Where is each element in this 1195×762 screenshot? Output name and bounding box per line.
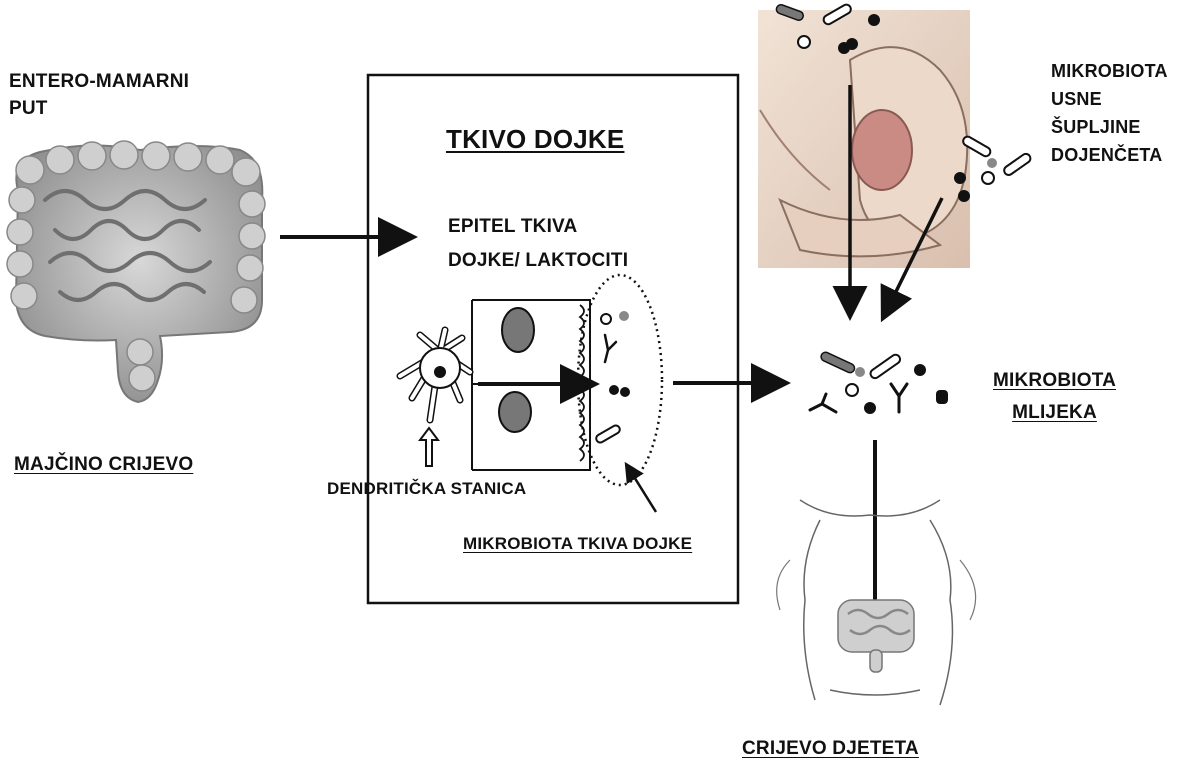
- label-breast-tissue-title: TKIVO DOJKE: [446, 122, 624, 156]
- antibody-icon: [891, 384, 907, 412]
- bacteria-icon: [987, 158, 997, 168]
- arrow-breast-microbiota: [626, 464, 656, 512]
- hollow-arrow-dendritic: [420, 428, 438, 466]
- bacteria-icon: [595, 424, 622, 444]
- bacteria-icon: [954, 172, 966, 184]
- bacteria-icon: [846, 384, 858, 396]
- bacteria-icon: [620, 387, 630, 397]
- bacteria-icon: [982, 172, 994, 184]
- bacteria-icon: [1002, 152, 1032, 177]
- breast-bacteria-group: [595, 311, 630, 444]
- breastfeeding-illustration: [758, 3, 1032, 268]
- label-infant-gut: CRIJEVO DJETETA: [742, 735, 919, 762]
- bacteria-icon: [914, 364, 926, 376]
- maternal-intestine-illustration: [7, 141, 265, 402]
- bacteria-icon: [958, 190, 970, 202]
- label-entero-path: ENTERO-MAMARNI PUT: [9, 68, 189, 122]
- bacteria-icon: [609, 385, 619, 395]
- antibody-icon: [605, 335, 616, 362]
- bacteria-icon: [846, 38, 858, 50]
- label-milk-microbiota: MIKROBIOTA MLIJEKA: [993, 365, 1116, 429]
- bacteria-icon: [868, 14, 880, 26]
- bacteria-icon: [936, 390, 948, 404]
- label-breast-microbiota: MIKROBIOTA TKIVA DOJKE: [463, 530, 692, 557]
- label-infant-oral-microbiota: MIKROBIOTA USNE ŠUPLJINE DOJENČETA: [1051, 57, 1168, 169]
- label-dendritic-cell: DENDRITIČKA STANICA: [327, 475, 526, 502]
- dendritic-cell-icon: [400, 330, 470, 420]
- bacteria-icon: [869, 353, 902, 380]
- bacteria-icon: [601, 314, 611, 324]
- antibody-icon: [810, 394, 836, 412]
- bacteria-icon: [864, 402, 876, 414]
- milk-microbiota-cluster: [810, 351, 948, 414]
- bacteria-icon: [820, 351, 856, 374]
- label-epithelium: EPITEL TKIVA DOJKE/ LAKTOCITI: [448, 210, 628, 278]
- bacteria-icon: [619, 311, 629, 321]
- bacteria-icon: [798, 36, 810, 48]
- bacteria-icon: [855, 367, 865, 377]
- label-maternal-gut: MAJČINO CRIJEVO: [14, 451, 193, 478]
